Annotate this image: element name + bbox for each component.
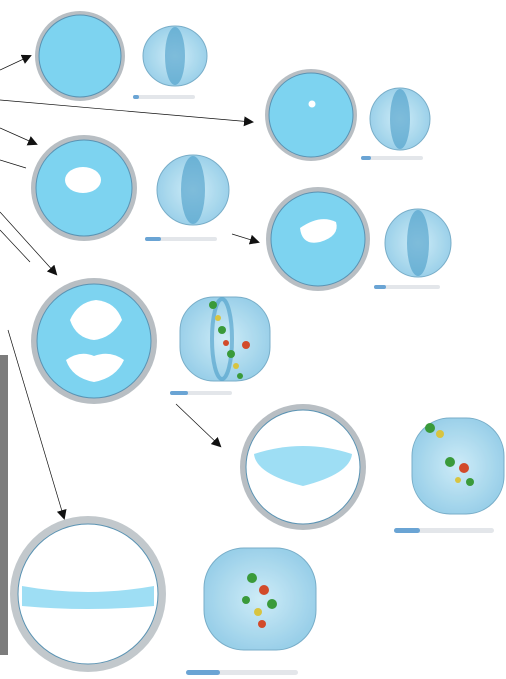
side-view xyxy=(385,209,451,277)
stage-2 xyxy=(265,69,430,161)
stage-5 xyxy=(31,278,270,404)
progress-fill xyxy=(133,95,139,99)
membrane-top-view xyxy=(39,15,121,97)
connector-arrows xyxy=(0,56,258,518)
stage-6 xyxy=(240,404,504,533)
stage-7 xyxy=(10,516,316,675)
side-view xyxy=(370,88,430,150)
side-view xyxy=(157,155,229,225)
stage-3 xyxy=(31,135,229,241)
pore xyxy=(309,101,316,108)
progress-fill xyxy=(394,528,420,533)
side-view xyxy=(143,26,207,86)
side-view xyxy=(204,548,316,650)
pore xyxy=(65,167,101,193)
stage-1 xyxy=(35,11,207,101)
arrow-to-stage-3 xyxy=(0,128,36,144)
arrow-to-stage-1 xyxy=(0,56,30,70)
side-view xyxy=(412,418,504,514)
progress-fill xyxy=(374,285,386,289)
progress-fill xyxy=(145,237,161,241)
membrane-top-view xyxy=(269,73,353,157)
progress-fill xyxy=(170,391,188,395)
progress-track xyxy=(133,95,195,99)
arrow-to-stage-6 xyxy=(176,404,220,446)
arrow-to-stage-2 xyxy=(0,100,252,122)
side-view xyxy=(180,297,270,381)
stage-4 xyxy=(266,187,451,291)
progress-fill xyxy=(361,156,371,160)
side-bar xyxy=(0,355,8,655)
arrow-short-stub xyxy=(0,160,26,168)
progress-fill xyxy=(186,670,220,675)
arrow-stub-2 xyxy=(0,230,30,262)
arrow-to-stage-4 xyxy=(232,234,258,242)
